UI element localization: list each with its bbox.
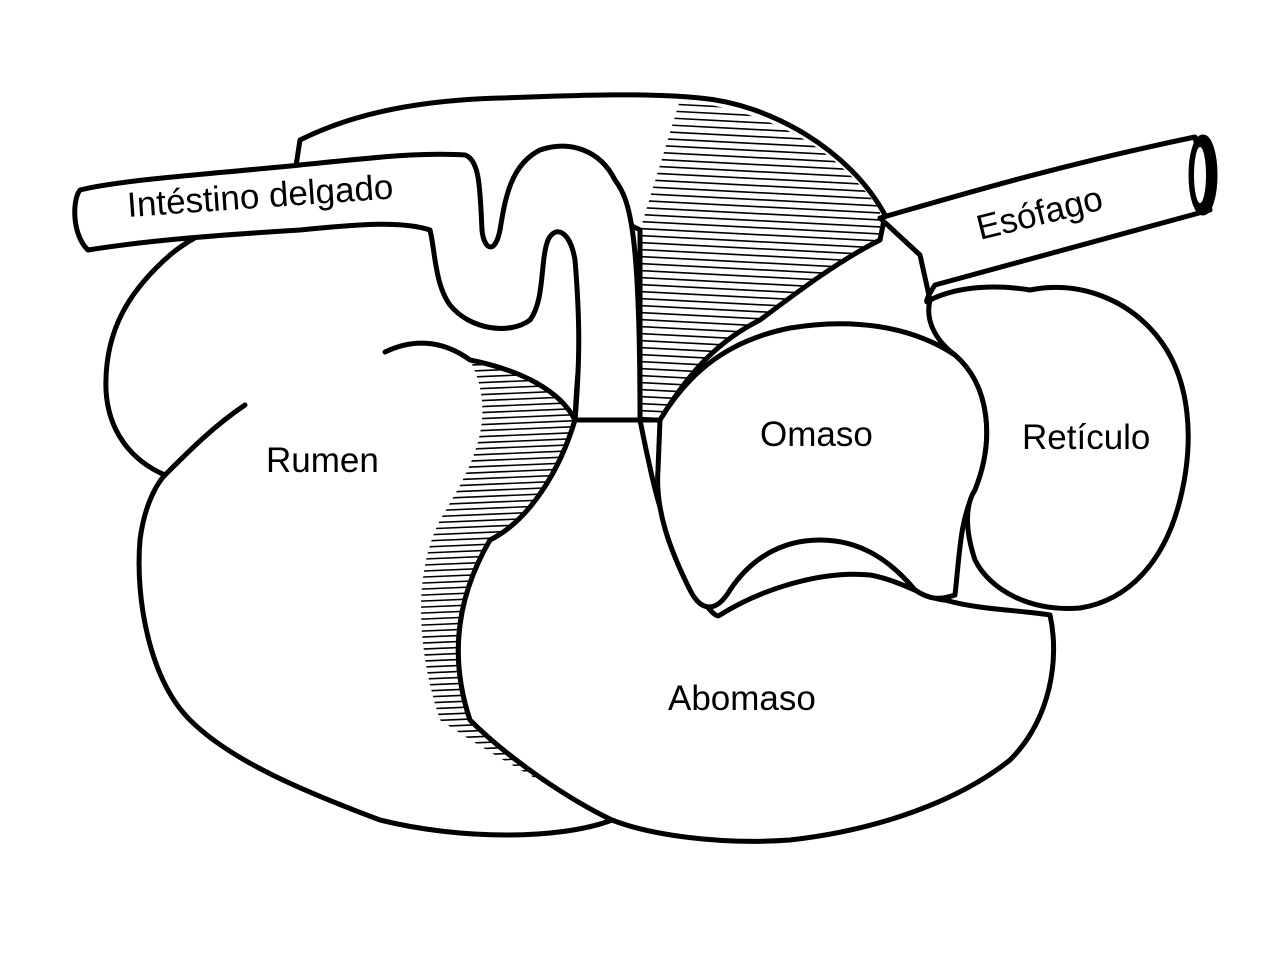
label-rumen: Rumen (266, 441, 379, 480)
hatch-line (640, 185, 880, 201)
esophagus-tube (877, 134, 1213, 305)
hatch-line (640, 234, 880, 250)
hatch-line (640, 227, 880, 243)
hatch-line (640, 213, 880, 229)
hatch-line (640, 192, 880, 208)
label-abomasum: Abomaso (668, 679, 816, 718)
hatch-line (640, 199, 880, 215)
hatch-line (640, 178, 880, 194)
hatch-line (640, 171, 880, 187)
small-intestine-tube (72, 143, 643, 423)
omasum-organ (655, 321, 990, 610)
reticulum-organ (926, 284, 1191, 611)
esophagus-opening-inner (1194, 147, 1206, 203)
label-omasum: Omaso (760, 415, 873, 454)
hatch-line (640, 220, 880, 236)
rumen-fold-line (162, 402, 248, 478)
label-reticulum: Retículo (1022, 418, 1150, 457)
hatch-line (640, 206, 880, 222)
hatch-line (640, 241, 880, 257)
